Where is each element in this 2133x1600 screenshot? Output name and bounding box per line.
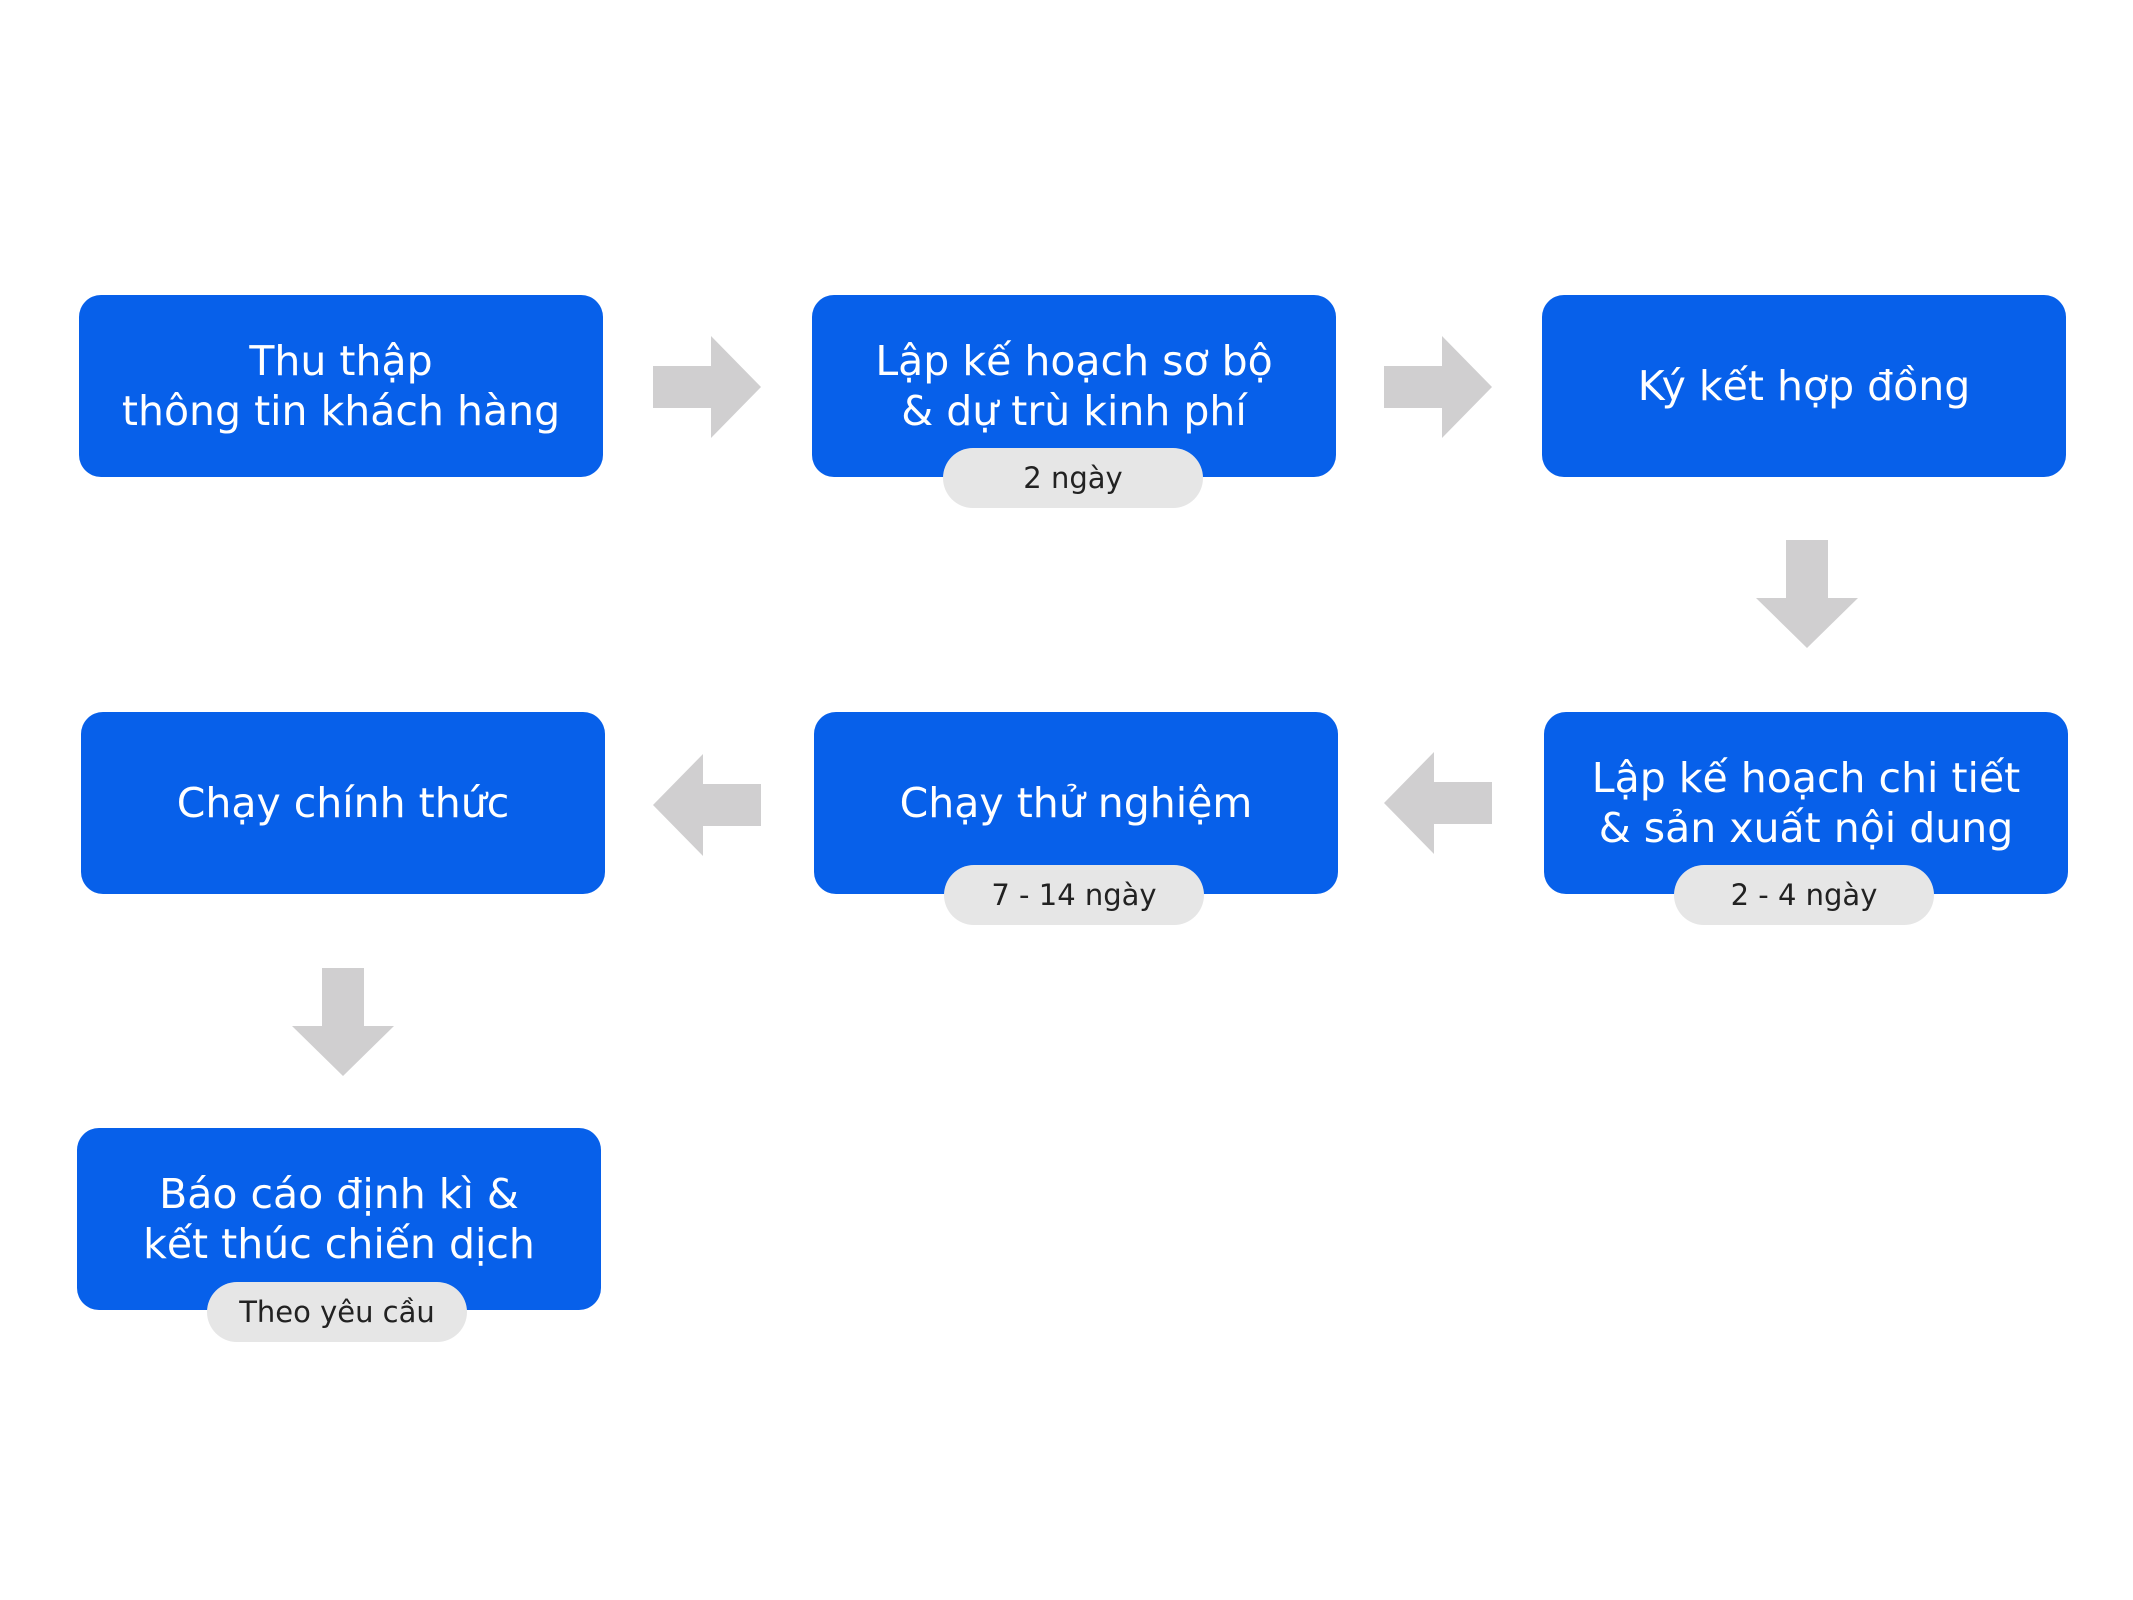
step-label: Ký kết hợp đồng (1637, 362, 1971, 410)
arrow-down-icon (1756, 540, 1858, 648)
step-label: Thu thập thông tin khách hàng (121, 337, 561, 435)
step-detailed-plan: Lập kế hoạch chi tiết & sản xuất nội dun… (1544, 712, 2068, 894)
step-label: Lập kế hoạch chi tiết & sản xuất nội dun… (1591, 754, 2021, 852)
step-trial-run: Chạy thử nghiệm (814, 712, 1338, 894)
arrow-right-icon (1384, 336, 1492, 438)
duration-badge: Theo yêu cầu (207, 1282, 467, 1342)
step-preliminary-plan: Lập kế hoạch sơ bộ & dự trù kinh phí (812, 295, 1336, 477)
duration-badge: 7 - 14 ngày (944, 865, 1204, 925)
arrow-down-icon (292, 968, 394, 1076)
duration-badge: 2 - 4 ngày (1674, 865, 1934, 925)
step-label: Chạy chính thức (176, 779, 510, 827)
duration-badge: 2 ngày (943, 448, 1203, 508)
arrow-left-icon (1384, 752, 1492, 854)
step-official-run: Chạy chính thức (81, 712, 605, 894)
step-collect-info: Thu thập thông tin khách hàng (79, 295, 603, 477)
step-sign-contract: Ký kết hợp đồng (1542, 295, 2066, 477)
arrow-right-icon (653, 336, 761, 438)
step-label: Chạy thử nghiệm (899, 779, 1253, 827)
step-label: Lập kế hoạch sơ bộ & dự trù kinh phí (875, 337, 1273, 435)
step-report-close: Báo cáo định kì & kết thúc chiến dịch (77, 1128, 601, 1310)
arrow-left-icon (653, 754, 761, 856)
step-label: Báo cáo định kì & kết thúc chiến dịch (143, 1170, 535, 1268)
